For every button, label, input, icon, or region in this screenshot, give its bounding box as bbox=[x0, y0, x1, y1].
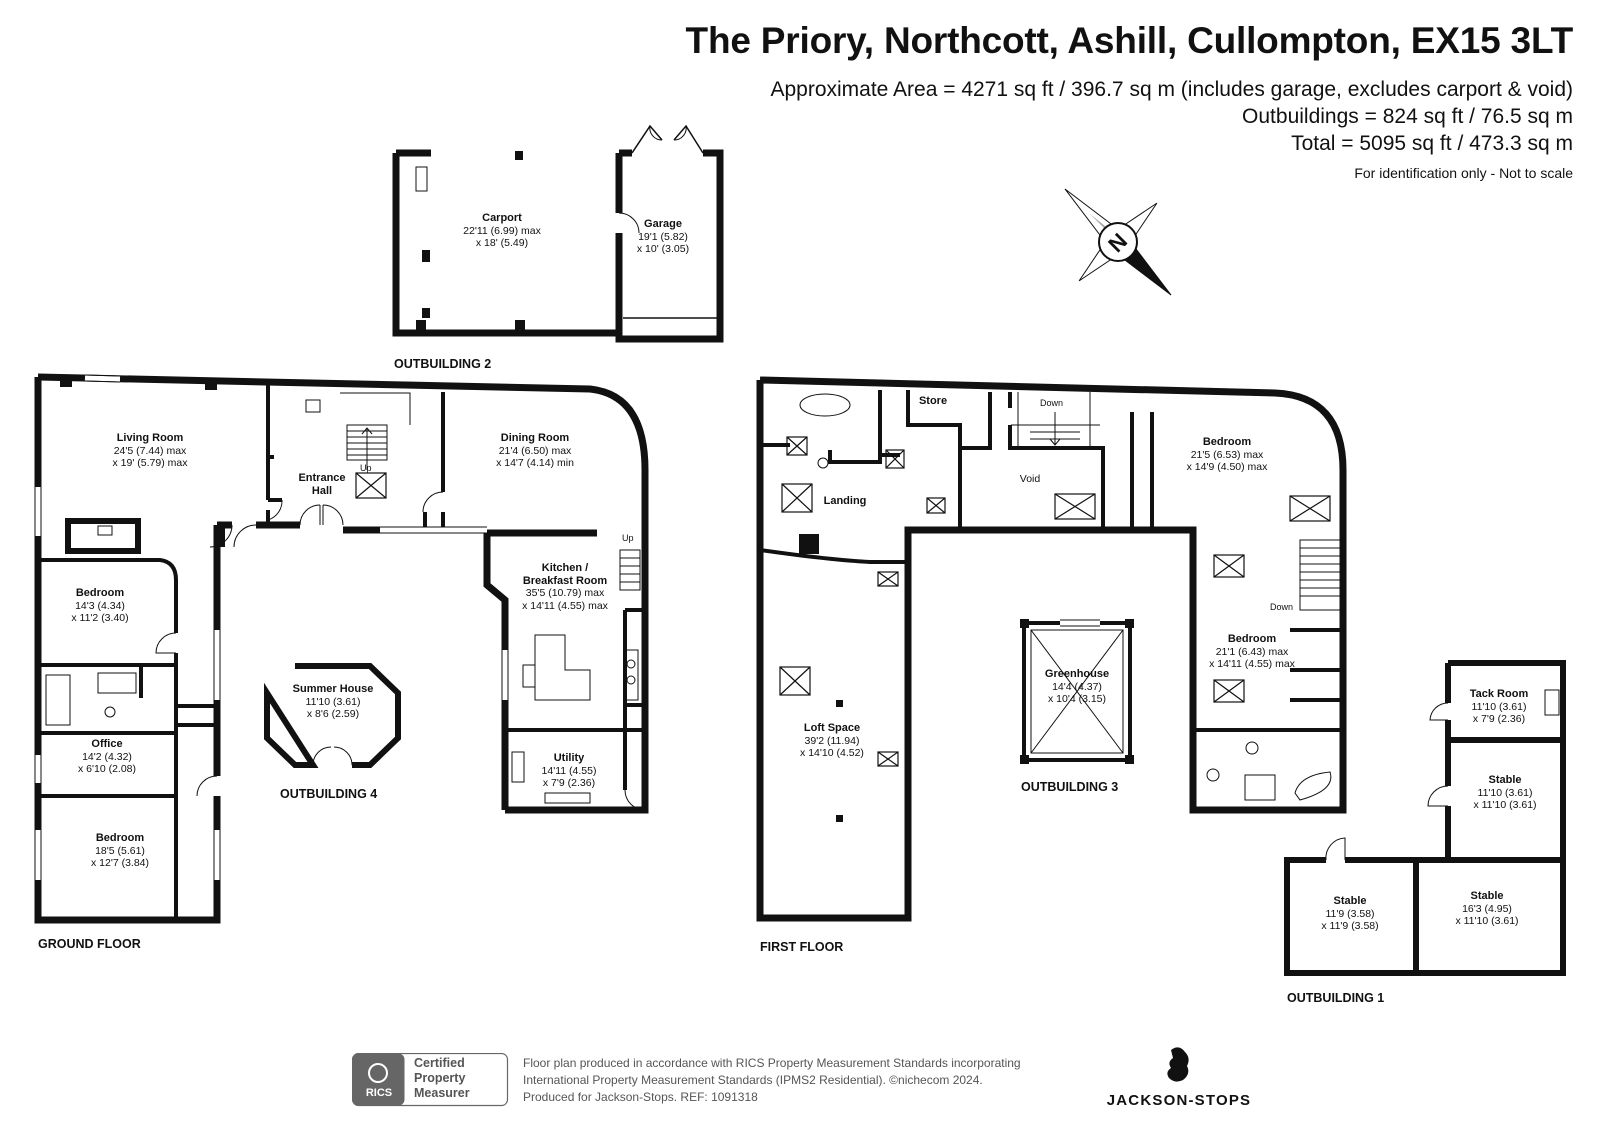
footer-line-3: Produced for Jackson-Stops. REF: 1091318 bbox=[523, 1090, 758, 1104]
first-floor-walls bbox=[756, 376, 1347, 922]
jackson-stops-emblem-icon bbox=[1167, 1047, 1189, 1082]
room-store: Store bbox=[918, 395, 948, 407]
outbuilding-2-walls bbox=[392, 149, 724, 343]
footer-line-2: International Property Measurement Stand… bbox=[523, 1073, 983, 1087]
ground-floor-label: GROUND FLOOR bbox=[38, 937, 141, 951]
room-void: Void bbox=[1019, 473, 1041, 485]
outbuildings-area-text: Outbuildings = 824 sq ft / 76.5 sq m bbox=[1242, 105, 1573, 128]
outbuilding-1-walls bbox=[1284, 660, 1566, 976]
jackson-stops-logo: JACKSON-STOPS bbox=[1099, 1044, 1259, 1114]
outbuilding-1-label: OUTBUILDING 1 bbox=[1287, 991, 1385, 1005]
rics-line-2: Property bbox=[414, 1071, 466, 1085]
approximate-area-text: Approximate Area = 4271 sq ft / 396.7 sq… bbox=[770, 78, 1573, 101]
compass-rose-icon bbox=[1064, 188, 1172, 296]
footer-line-1: Floor plan produced in accordance with R… bbox=[523, 1056, 1021, 1070]
stairs-up-label: Up bbox=[360, 463, 372, 473]
rics-certified-badge: RICS Certified Property Measurer bbox=[351, 1052, 512, 1107]
rics-mark: RICS bbox=[365, 1087, 393, 1099]
rics-line-3: Measurer bbox=[414, 1086, 470, 1100]
rics-line-1: Certified bbox=[414, 1056, 465, 1070]
summer-house-walls bbox=[264, 663, 401, 768]
room-landing: Landing bbox=[823, 495, 867, 507]
stairs-down-label: Down bbox=[1040, 398, 1064, 408]
bedroom-stairs-down-label: Down bbox=[1270, 602, 1294, 612]
outbuilding-4-label: OUTBUILDING 4 bbox=[280, 787, 378, 801]
first-floor-label: FIRST FLOOR bbox=[760, 940, 844, 954]
outbuilding-2-label: OUTBUILDING 2 bbox=[394, 357, 492, 371]
jackson-stops-wordmark: JACKSON-STOPS bbox=[1106, 1092, 1252, 1109]
property-title: The Priory, Northcott, Ashill, Cullompto… bbox=[685, 20, 1574, 61]
footer-notes: Floor plan produced in accordance with R… bbox=[523, 1055, 1021, 1106]
rics-badge-frame bbox=[351, 1052, 509, 1107]
outbuilding-3-label: OUTBUILDING 3 bbox=[1021, 780, 1119, 794]
kitchen-stairs-up-label: Up bbox=[622, 533, 634, 543]
total-area-text: Total = 5095 sq ft / 473.3 sq m bbox=[1291, 132, 1573, 155]
disclaimer-text: For identification only - Not to scale bbox=[1354, 165, 1573, 181]
